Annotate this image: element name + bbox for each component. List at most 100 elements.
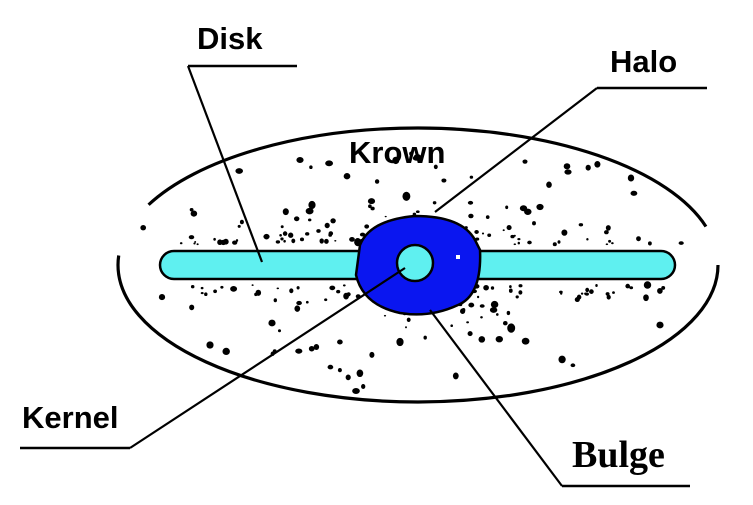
bulge-speck <box>456 255 460 259</box>
star-dot <box>276 287 280 290</box>
star-dot <box>336 289 341 294</box>
star-dot <box>467 200 474 205</box>
star-dot <box>352 387 360 395</box>
star-dot <box>509 285 512 289</box>
star-dot <box>291 238 296 244</box>
star-dot <box>342 284 346 287</box>
star-dot <box>193 242 196 245</box>
star-dot <box>189 208 194 212</box>
star-dot <box>316 229 321 233</box>
star-dot <box>574 297 580 303</box>
kernel-leader-line <box>129 267 406 449</box>
star-dot <box>552 242 557 247</box>
star-dot <box>468 302 475 308</box>
star-dot <box>273 298 277 303</box>
star-dot <box>327 364 334 370</box>
star-dot <box>513 243 517 246</box>
star-dot <box>356 369 364 378</box>
star-dot <box>519 205 528 212</box>
star-dot <box>334 239 337 242</box>
star-dot <box>343 292 349 300</box>
star-dot <box>337 339 343 345</box>
star-dot <box>606 294 611 300</box>
star-dot <box>489 307 498 313</box>
star-dot <box>527 240 532 245</box>
star-dot <box>656 321 664 329</box>
star-dot <box>546 181 552 188</box>
star-dot <box>505 205 509 210</box>
star-dot <box>518 290 523 295</box>
star-dot <box>359 232 366 237</box>
star-dot <box>280 225 284 229</box>
star-dot <box>557 240 561 244</box>
kernel-circle <box>395 243 435 283</box>
star-dot <box>158 294 166 301</box>
star-dot <box>239 219 244 225</box>
star-dot <box>305 207 314 215</box>
star-dot <box>307 218 312 222</box>
star-dot <box>235 239 239 242</box>
star-dot <box>585 164 591 171</box>
star-dot <box>324 298 328 302</box>
star-dot <box>204 292 208 297</box>
star-dot <box>561 229 568 236</box>
star-dot <box>299 237 305 242</box>
star-dot <box>466 321 469 324</box>
star-dot <box>194 240 197 243</box>
star-dot <box>294 305 301 312</box>
star-dot <box>578 223 584 227</box>
star-dot <box>657 287 663 294</box>
star-dot <box>222 347 230 356</box>
star-dot <box>595 284 598 287</box>
star-dot <box>532 221 536 226</box>
star-dot <box>611 242 614 245</box>
star-dot <box>296 156 304 164</box>
star-dot <box>415 210 420 214</box>
star-dot <box>200 292 204 295</box>
star-dot <box>361 384 366 389</box>
star-dot <box>330 218 336 224</box>
star-dot <box>309 165 313 170</box>
krown-label: Krown <box>349 135 445 170</box>
star-dot <box>402 191 411 201</box>
star-dot <box>506 310 511 316</box>
star-dot <box>564 169 572 175</box>
star-dot <box>325 160 334 167</box>
star-dot <box>627 174 635 182</box>
star-dot <box>508 288 513 293</box>
halo-label: Halo <box>610 44 677 79</box>
star-dot <box>625 283 631 289</box>
star-dot <box>450 324 454 328</box>
star-dot <box>188 235 195 240</box>
star-dot <box>288 232 294 238</box>
star-dot <box>630 190 638 196</box>
star-dot <box>468 213 474 219</box>
star-dot <box>585 287 590 293</box>
star-dot <box>560 292 563 295</box>
star-dot <box>230 286 238 292</box>
star-dot <box>589 289 594 294</box>
star-dot <box>517 237 521 241</box>
star-dot <box>517 241 520 245</box>
star-dot <box>289 288 294 294</box>
kernel-label: Kernel <box>22 400 118 435</box>
star-dot <box>179 242 183 245</box>
star-dot <box>189 304 195 311</box>
star-dot <box>345 374 351 381</box>
star-dot <box>423 335 427 340</box>
star-dot <box>490 300 499 309</box>
star-dot <box>277 329 282 333</box>
star-dot <box>643 294 649 302</box>
star-dot <box>678 241 684 245</box>
star-dot <box>483 284 489 291</box>
star-dot <box>268 319 276 327</box>
star-dot <box>490 286 495 290</box>
halo-leader-line <box>434 87 598 213</box>
star-dot <box>308 200 316 210</box>
star-dot <box>502 321 508 326</box>
star-dot <box>605 225 611 231</box>
star-dot <box>383 314 387 317</box>
star-dot <box>536 203 544 211</box>
star-dot <box>406 317 411 323</box>
